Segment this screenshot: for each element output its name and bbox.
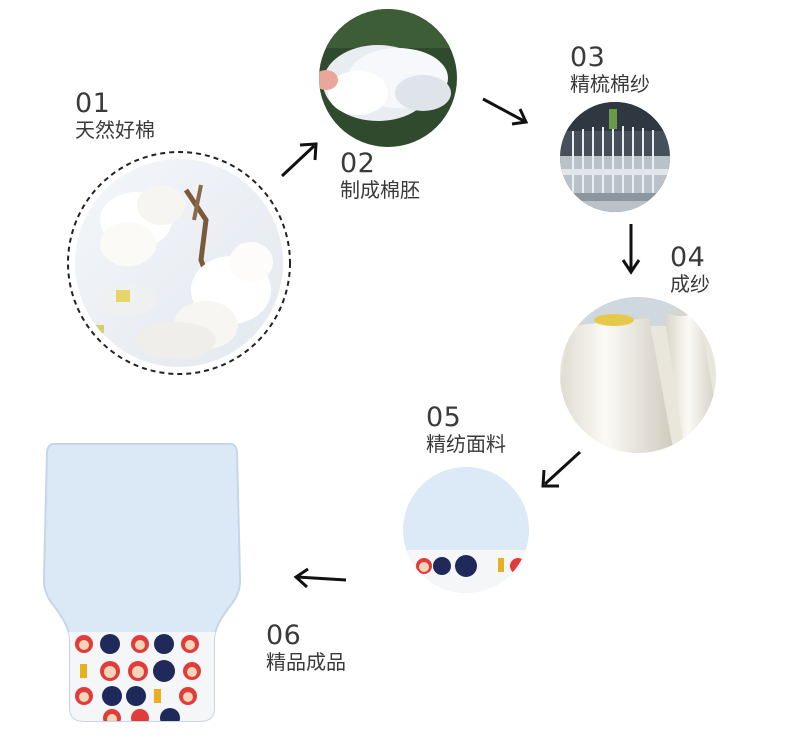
yarn-spools-image xyxy=(560,297,716,453)
step-label: 制成棉胚 xyxy=(340,178,420,202)
step-label: 精纺面料 xyxy=(426,432,506,456)
woven-fabric-image xyxy=(403,467,529,593)
step-03: 03 精梳棉纱 xyxy=(570,42,650,97)
step-01: 01 天然好棉 xyxy=(75,88,155,143)
step-number: 03 xyxy=(570,42,606,73)
step-number: 04 xyxy=(670,242,706,273)
step-number: 06 xyxy=(266,620,302,651)
step-number: 02 xyxy=(340,148,376,179)
combing-machine-image xyxy=(560,102,670,212)
step-06: 06 精品成品 xyxy=(266,620,346,675)
step-label: 天然好棉 xyxy=(75,118,155,142)
arrow-left-icon xyxy=(293,567,347,589)
arrow-down-right-icon xyxy=(482,97,529,126)
step-05: 05 精纺面料 xyxy=(426,402,506,457)
step-04: 04 成纱 xyxy=(670,242,710,297)
cotton-fluff-image xyxy=(319,9,457,147)
step-label: 精梳棉纱 xyxy=(570,72,650,96)
step-label: 成纱 xyxy=(670,272,710,296)
step-number: 01 xyxy=(75,88,111,119)
step-label: 精品成品 xyxy=(266,650,346,674)
arrow-down-left-icon xyxy=(541,450,582,488)
arrow-up-right-icon xyxy=(280,142,318,178)
burp-cloth-product-image xyxy=(42,443,242,722)
step-number: 05 xyxy=(426,402,462,433)
arrow-down-icon xyxy=(621,224,641,275)
step-02: 02 制成棉胚 xyxy=(340,148,420,203)
raw-cotton-image xyxy=(67,151,291,375)
